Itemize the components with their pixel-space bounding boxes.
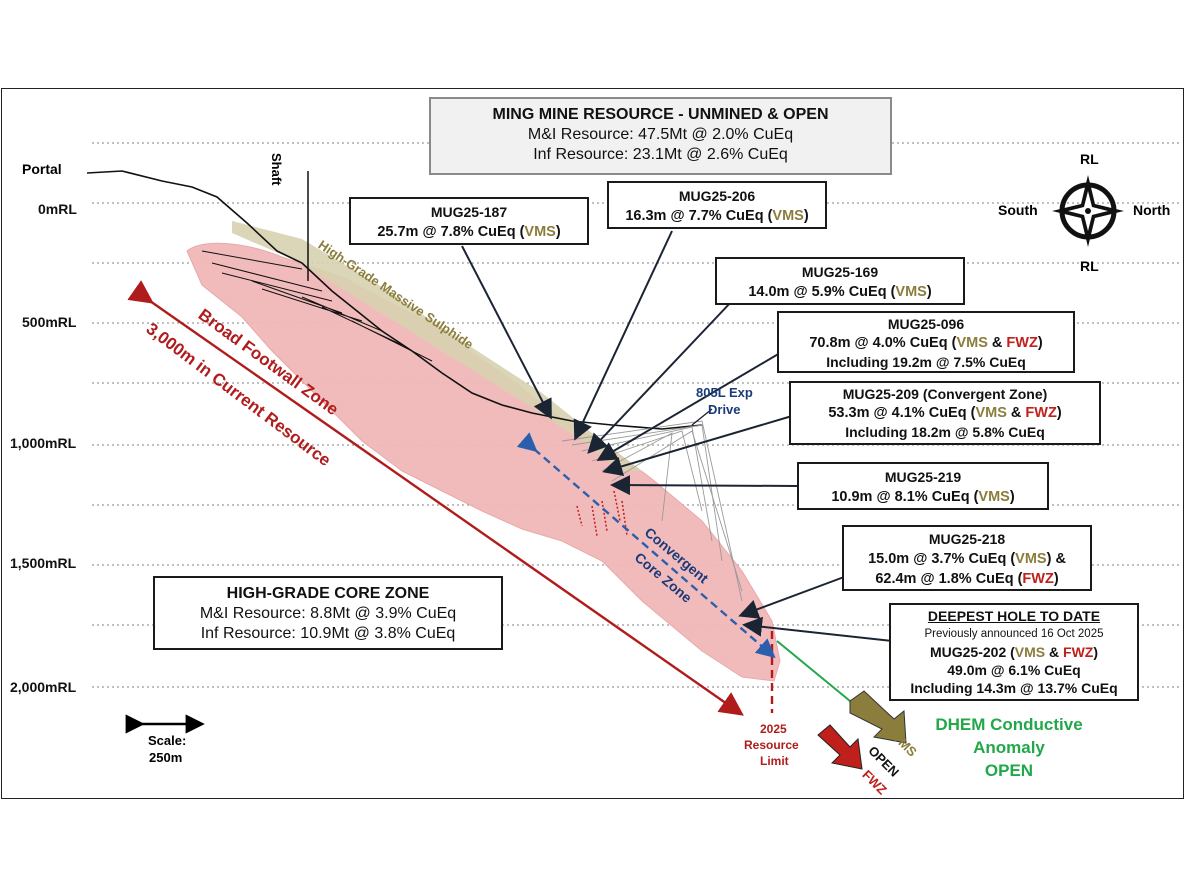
resource-limit-word: Resource xyxy=(744,738,799,752)
compass-icon xyxy=(1052,175,1124,247)
hole-result: 25.7m @ 7.8% CuEq ( xyxy=(377,224,525,240)
vms-tag: VMS xyxy=(772,208,804,224)
compass-up-label: RL xyxy=(1080,151,1099,167)
hole-name-close: ) xyxy=(1093,644,1099,660)
hole-result-close: ) xyxy=(1037,335,1043,351)
vms-tag: VMS xyxy=(978,489,1010,505)
vms-tag: VMS xyxy=(1014,644,1046,660)
fwz-tag: FWZ xyxy=(1006,335,1038,351)
hole-callout-218: MUG25-218 15.0m @ 3.7% CuEq (VMS) & 62.4… xyxy=(842,525,1092,591)
hole-callout-219: MUG25-219 10.9m @ 8.1% CuEq (VMS) xyxy=(797,462,1049,510)
dhem-trend-line xyxy=(776,640,851,702)
hole-name: MUG25-209 (Convergent Zone) xyxy=(842,386,1048,402)
hole-result-close: ) xyxy=(803,208,809,224)
core-zone-box: HIGH-GRADE CORE ZONE M&I Resource: 8.8Mt… xyxy=(153,576,503,650)
hole-name: MUG25-202 ( xyxy=(929,644,1015,660)
hole-name: MUG25-096 xyxy=(887,316,965,332)
mine-resource-mi: M&I Resource: 47.5Mt @ 2.0% CuEq xyxy=(527,126,794,143)
hole-callout-209: MUG25-209 (Convergent Zone) 53.3m @ 4.1%… xyxy=(789,381,1101,445)
hole-callout-202: DEEPEST HOLE TO DATE Previously announce… xyxy=(889,603,1139,701)
fwz-open-arrow xyxy=(817,724,863,770)
hole-callout-096: MUG25-096 70.8m @ 4.0% CuEq (VMS & FWZ) … xyxy=(777,311,1075,373)
vms-open-arrow xyxy=(849,690,907,744)
hole-callout-169: MUG25-169 14.0m @ 5.9% CuEq (VMS) xyxy=(715,257,965,305)
hole-including: Including 14.3m @ 13.7% CuEq xyxy=(910,680,1118,696)
vms-tag: VMS xyxy=(975,405,1007,421)
fwz-tag: FWZ xyxy=(1063,644,1094,660)
vms-tag: VMS xyxy=(895,284,927,300)
hole-callout-187: MUG25-187 25.7m @ 7.8% CuEq (VMS) xyxy=(349,197,589,245)
hole-result: 70.8m @ 4.0% CuEq ( xyxy=(809,335,957,351)
hole-name: MUG25-219 xyxy=(884,469,962,485)
hole-including: Including 18.2m @ 5.8% CuEq xyxy=(845,424,1045,440)
compass-south-label: South xyxy=(998,202,1038,218)
compass-north-label: North xyxy=(1133,202,1171,218)
exp-drive-label-1: 805L Exp xyxy=(696,385,753,400)
resource-limit-year: 2025 xyxy=(760,722,787,736)
section-drawing xyxy=(86,142,1182,770)
hole-name: MUG25-169 xyxy=(801,264,879,280)
hole-result: 10.9m @ 8.1% CuEq ( xyxy=(831,489,979,505)
tag-separator: & xyxy=(1045,644,1064,660)
level-label-1500: 1,500mRL xyxy=(10,555,77,571)
dhem-line-3: OPEN xyxy=(984,761,1034,780)
hole-including: Including 19.2m @ 7.5% CuEq xyxy=(826,354,1026,370)
dhem-line-1: DHEM Conductive xyxy=(935,715,1083,734)
hole-result-close: ) xyxy=(1009,489,1015,505)
hole-result-close: ) xyxy=(555,224,561,240)
hole-result: 14.0m @ 5.9% CuEq ( xyxy=(748,284,896,300)
level-label-0: 0mRL xyxy=(38,201,77,217)
tag-separator: & xyxy=(1006,405,1026,421)
core-zone-title: HIGH-GRADE CORE ZONE xyxy=(226,585,430,602)
long-section-diagram: 0mRL 500mRL 1,000mRL 1,500mRL 2,000mRL P… xyxy=(1,88,1184,799)
vms-tag: VMS xyxy=(956,335,988,351)
shaft-label: Shaft xyxy=(269,153,284,186)
hole-name: MUG25-187 xyxy=(430,204,508,220)
hole-result: 53.3m @ 4.1% CuEq ( xyxy=(828,405,976,421)
scale-value: 250m xyxy=(149,750,183,765)
vms-tag: VMS xyxy=(524,224,556,240)
core-zone-mi: M&I Resource: 8.8Mt @ 3.9% CuEq xyxy=(199,605,457,622)
level-label-1000: 1,000mRL xyxy=(10,435,77,451)
level-label-2000: 2,000mRL xyxy=(10,679,77,695)
compass-down-label: RL xyxy=(1080,258,1099,274)
callout-leaders xyxy=(461,230,893,642)
vms-tag: VMS xyxy=(1015,551,1047,567)
core-zone-inf: Inf Resource: 10.9Mt @ 3.8% CuEq xyxy=(200,625,456,642)
scale-label: Scale: xyxy=(148,733,187,748)
deepest-hole-note: Previously announced 16 Oct 2025 xyxy=(924,628,1104,640)
hole-result: 15.0m @ 3.7% CuEq ( xyxy=(868,551,1016,567)
hole-name: MUG25-206 xyxy=(678,188,756,204)
level-label-500: 500mRL xyxy=(22,314,77,330)
exp-drive-label-2: Drive xyxy=(708,402,741,417)
hole-name: MUG25-218 xyxy=(928,531,1006,547)
deepest-hole-header: DEEPEST HOLE TO DATE xyxy=(927,608,1101,624)
tag-separator: & xyxy=(987,335,1007,351)
hole-result-close: ) & xyxy=(1046,551,1066,567)
dhem-line-2: Anomaly xyxy=(973,738,1045,757)
resource-limit-limit: Limit xyxy=(760,754,789,768)
hole-callout-206: MUG25-206 16.3m @ 7.7% CuEq (VMS) xyxy=(607,181,827,229)
fwz-tag: FWZ xyxy=(1025,405,1057,421)
portal-label: Portal xyxy=(22,161,62,177)
mine-resource-inf: Inf Resource: 23.1Mt @ 2.6% CuEq xyxy=(533,146,788,163)
mine-resource-box: MING MINE RESOURCE - UNMINED & OPEN M&I … xyxy=(429,97,892,175)
convergent-zone-arrow xyxy=(516,432,776,659)
hole-result: 16.3m @ 7.7% CuEq ( xyxy=(625,208,773,224)
mine-resource-title: MING MINE RESOURCE - UNMINED & OPEN xyxy=(492,106,829,123)
hole-result: 62.4m @ 1.8% CuEq ( xyxy=(875,571,1023,587)
hole-result-close: ) xyxy=(926,284,932,300)
exp-drive-pointer xyxy=(691,408,713,426)
hole-result-close: ) xyxy=(1056,405,1062,421)
hole-result-close: ) xyxy=(1053,571,1059,587)
fwz-tag: FWZ xyxy=(1022,571,1054,587)
hole-result: 49.0m @ 6.1% CuEq xyxy=(947,662,1081,678)
